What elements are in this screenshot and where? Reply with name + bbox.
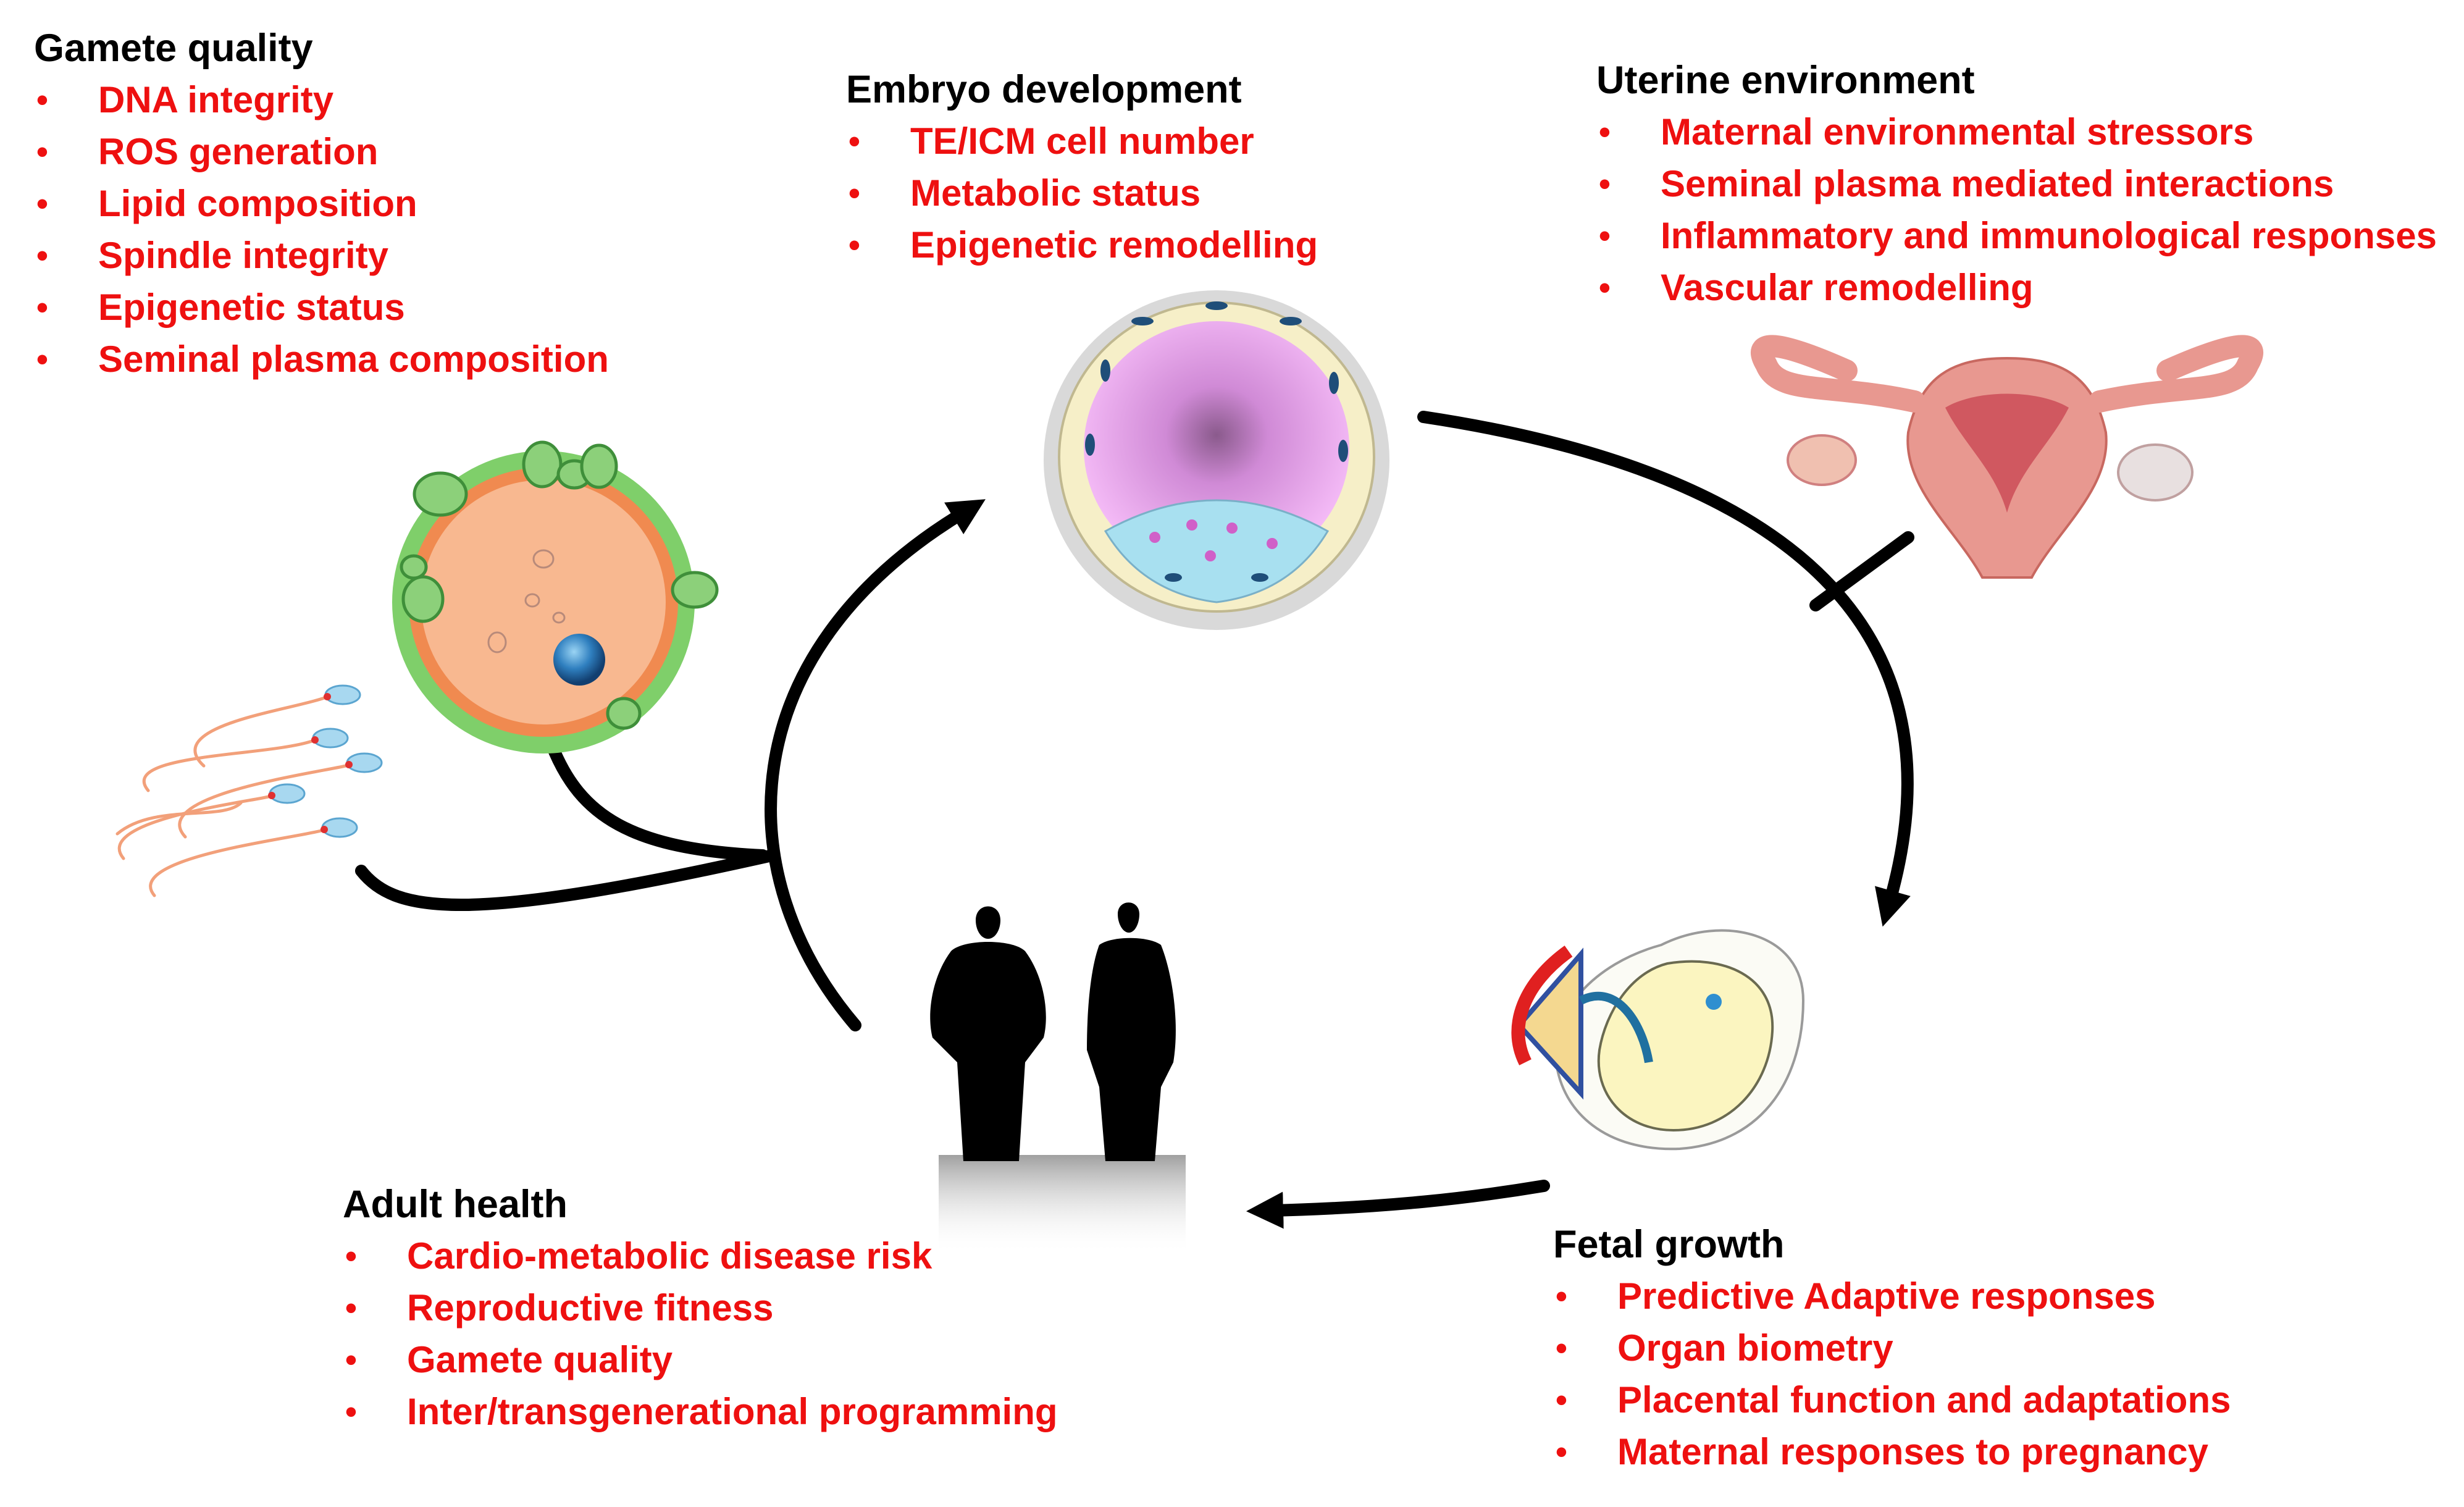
cycle-arrows xyxy=(355,411,1914,1229)
list-item: Vascular remodelling xyxy=(1596,262,2437,314)
list-item: Seminal plasma composition xyxy=(34,334,609,385)
oocyte-icon xyxy=(392,440,719,754)
arrow-adult-to-embryo xyxy=(765,499,986,1031)
list-item: Seminal plasma mediated interactions xyxy=(1596,158,2437,210)
embryo-development-heading: Embryo development xyxy=(846,68,1242,111)
uterine-environment-list: Maternal environmental stressors Seminal… xyxy=(1596,106,2437,314)
list-item: Inflammatory and immunological responses xyxy=(1596,210,2437,262)
adult-health-list: Cardio-metabolic disease risk Reproducti… xyxy=(343,1230,1058,1438)
embryo-development-block: Embryo development TE/ICM cell number Me… xyxy=(846,65,1318,271)
sperm-icon xyxy=(115,684,383,897)
fetal-growth-heading: Fetal growth xyxy=(1553,1223,1785,1266)
gamete-quality-list: DNA integrity ROS generation Lipid compo… xyxy=(34,74,609,385)
connector-sperm xyxy=(355,849,778,912)
fetus-icon xyxy=(1511,929,1805,1151)
list-item: Lipid composition xyxy=(34,178,609,230)
list-item: Predictive Adaptive responses xyxy=(1553,1270,2231,1322)
uterine-environment-block: Uterine environment Maternal environment… xyxy=(1596,56,2437,314)
list-item: TE/ICM cell number xyxy=(846,115,1318,167)
list-item: Reproductive fitness xyxy=(343,1282,1058,1334)
list-item: Spindle integrity xyxy=(34,230,609,282)
list-item: Maternal environmental stressors xyxy=(1596,106,2437,158)
list-item: Metabolic status xyxy=(846,167,1318,219)
list-item: ROS generation xyxy=(34,126,609,178)
list-item: Epigenetic status xyxy=(34,282,609,334)
uterine-environment-heading: Uterine environment xyxy=(1596,59,1975,102)
connector-oocyte xyxy=(547,741,769,862)
embryo-development-list: TE/ICM cell number Metabolic status Epig… xyxy=(846,115,1318,271)
list-item: Epigenetic remodelling xyxy=(846,219,1318,271)
gamete-quality-block: Gamete quality DNA integrity ROS generat… xyxy=(34,23,609,385)
list-item: Cardio-metabolic disease risk xyxy=(343,1230,1058,1282)
adults-silhouette-icon xyxy=(930,902,1186,1254)
list-item: Maternal responses to pregnancy xyxy=(1553,1426,2231,1478)
fetal-growth-block: Fetal growth Predictive Adaptive respons… xyxy=(1553,1220,2231,1478)
gamete-quality-heading: Gamete quality xyxy=(34,27,313,70)
uterus-icon xyxy=(1751,335,2263,579)
adult-health-heading: Adult health xyxy=(343,1183,568,1226)
list-item: Organ biometry xyxy=(1553,1322,2231,1374)
list-item: Gamete quality xyxy=(343,1334,1058,1386)
list-item: Inter/transgenerational programming xyxy=(343,1386,1058,1438)
blastocyst-icon xyxy=(1044,290,1389,630)
arrow-embryo-to-fetal xyxy=(1417,411,1914,927)
adult-health-block: Adult health Cardio-metabolic disease ri… xyxy=(343,1180,1058,1438)
list-item: Placental function and adaptations xyxy=(1553,1374,2231,1426)
list-item: DNA integrity xyxy=(34,74,609,126)
fetal-growth-list: Predictive Adaptive responses Organ biom… xyxy=(1553,1270,2231,1478)
connector-uterus xyxy=(1809,531,1914,611)
arrow-fetal-to-adult xyxy=(1246,1180,1550,1229)
